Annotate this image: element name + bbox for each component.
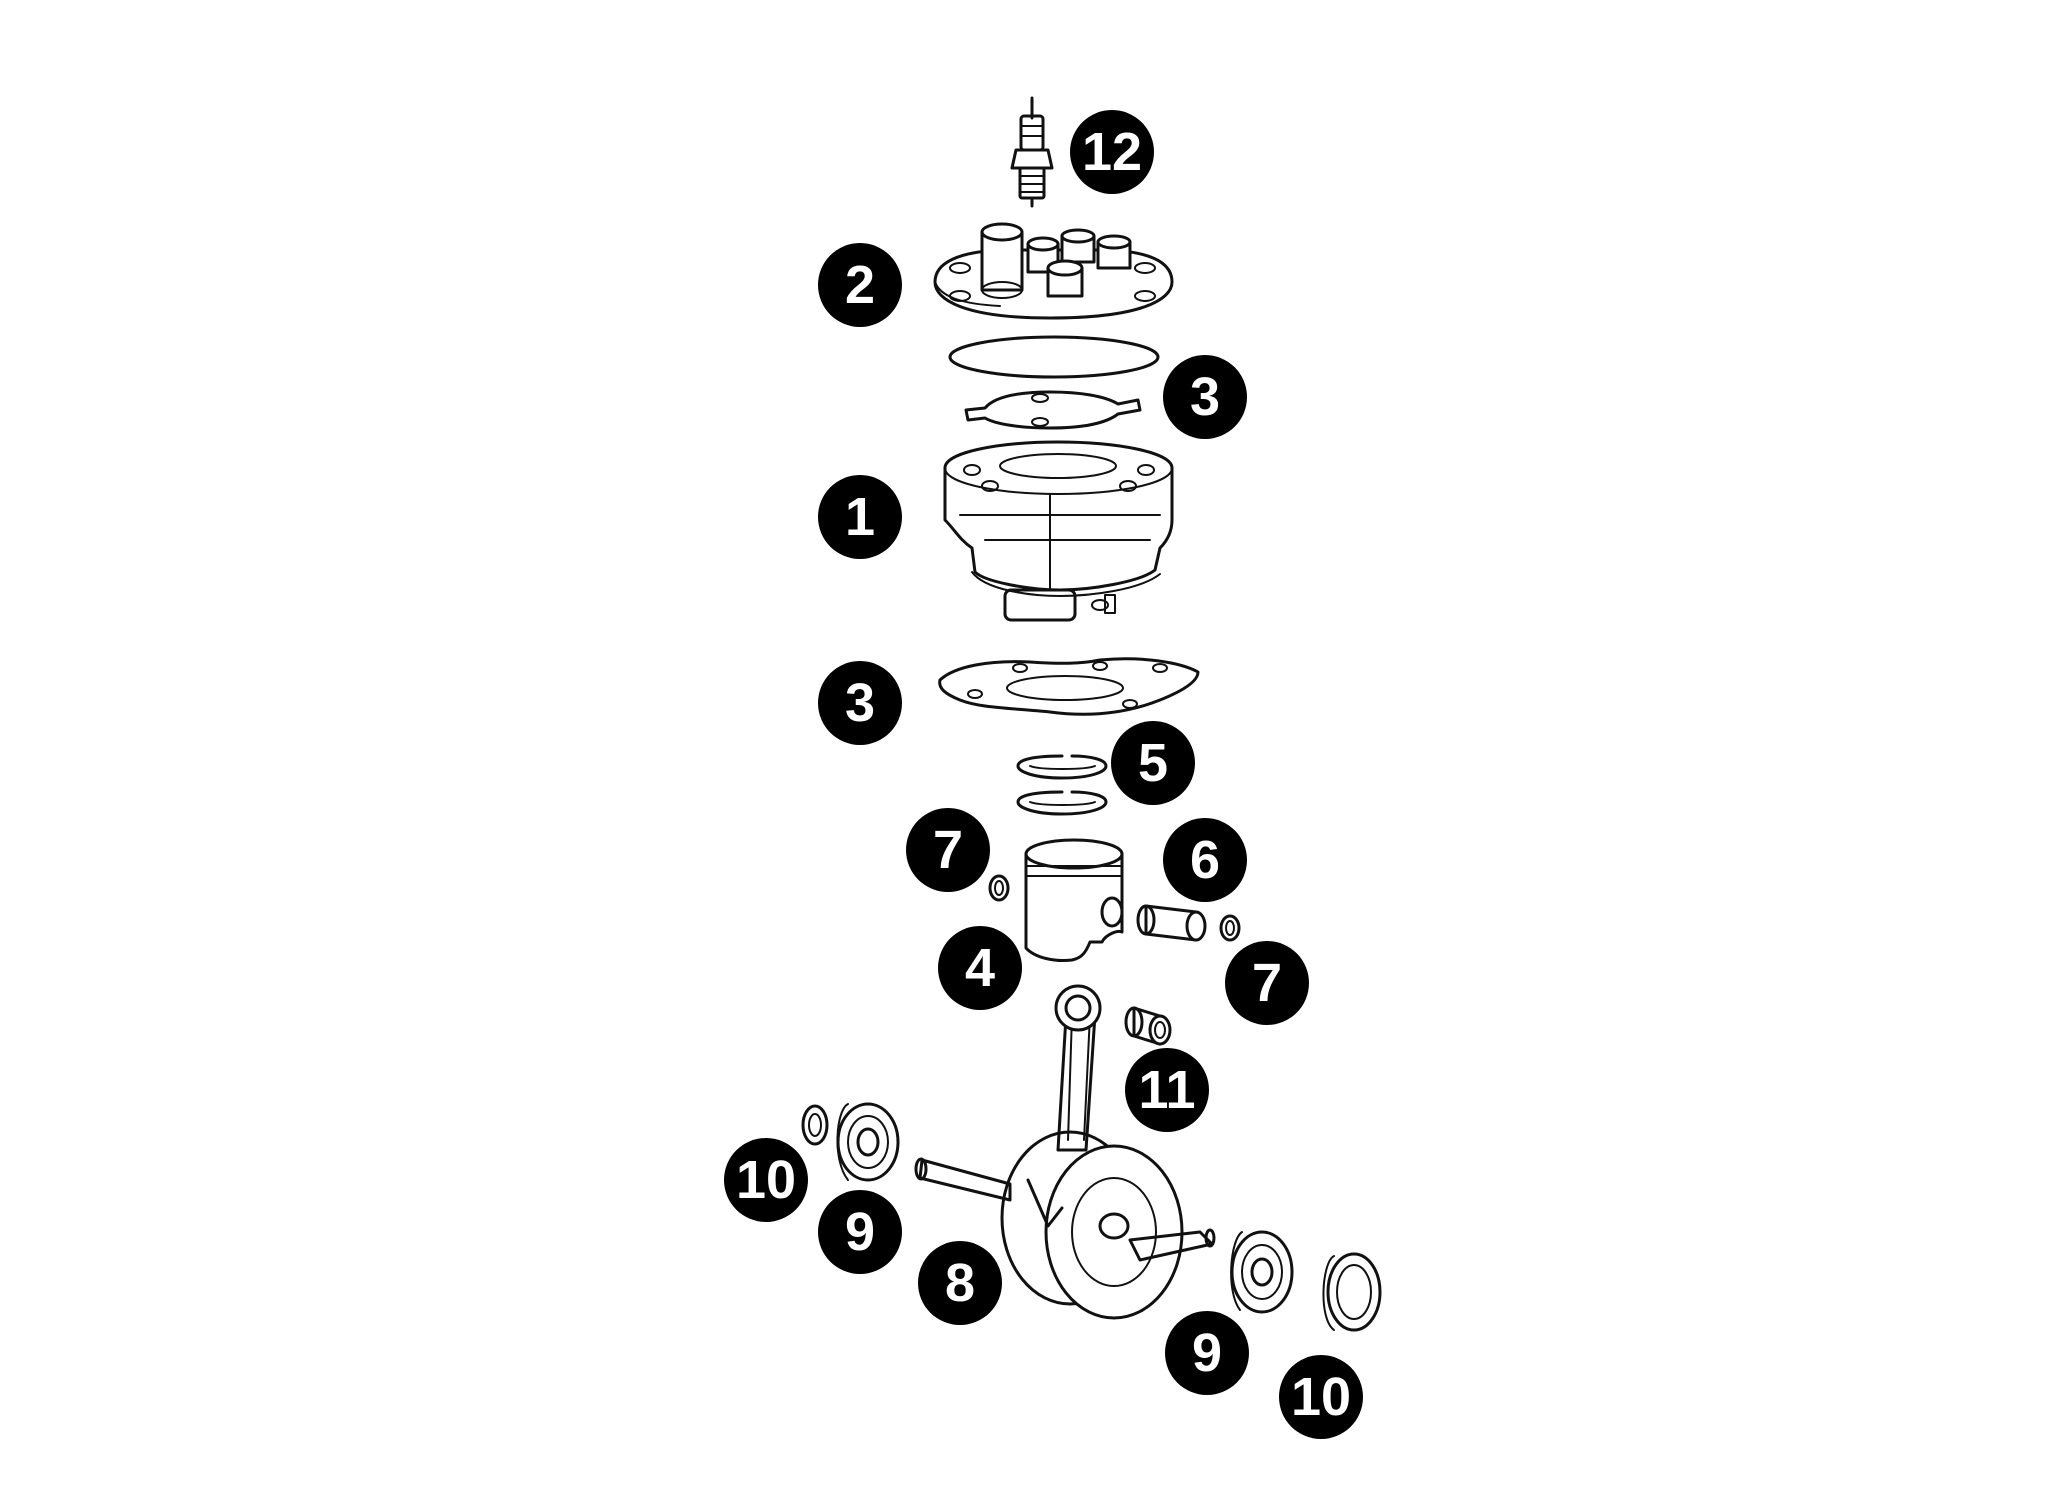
main-bearing-right	[1230, 1230, 1294, 1314]
callout-6: 6	[1163, 818, 1247, 902]
callout-3-upper: 3	[1163, 355, 1247, 439]
callout-6-label: 6	[1190, 830, 1220, 890]
cylinder-barrel	[943, 440, 1174, 622]
callout-12-label: 12	[1082, 122, 1142, 182]
callout-1: 1	[818, 475, 902, 559]
spark-plug	[1010, 96, 1054, 208]
callout-10-right: 10	[1279, 1355, 1363, 1439]
head-gasket	[964, 390, 1142, 430]
callout-7-left-label: 7	[933, 820, 963, 880]
callout-5-label: 5	[1138, 733, 1168, 793]
oil-seal-right	[1322, 1252, 1382, 1332]
callout-10-left: 10	[724, 1138, 808, 1222]
callout-7-right: 7	[1225, 941, 1309, 1025]
callout-3-lower: 3	[818, 661, 902, 745]
circlip-left	[988, 874, 1010, 902]
circlip-right	[1219, 914, 1241, 942]
piston	[1024, 838, 1124, 962]
callout-12: 12	[1070, 110, 1154, 194]
callout-1-label: 1	[845, 487, 875, 547]
cylinder-head	[933, 222, 1174, 320]
callout-7-left: 7	[906, 808, 990, 892]
callout-9-left: 9	[818, 1190, 902, 1274]
callout-2: 2	[818, 243, 902, 327]
callout-3-upper-label: 3	[1190, 367, 1220, 427]
callout-9-right: 9	[1165, 1311, 1249, 1395]
callout-8-label: 8	[945, 1253, 975, 1313]
piston-pin	[1136, 904, 1207, 942]
callout-10-right-label: 10	[1291, 1367, 1351, 1427]
callout-4-label: 4	[965, 938, 995, 998]
needle-bearing	[1124, 1006, 1172, 1046]
callout-11-label: 11	[1138, 1060, 1195, 1120]
piston-ring-lower	[1016, 790, 1108, 816]
callout-7-right-label: 7	[1252, 953, 1282, 1013]
callout-11: 11	[1125, 1048, 1209, 1132]
callout-3-lower-label: 3	[845, 673, 875, 733]
main-bearing-left	[836, 1102, 900, 1182]
callout-9-right-label: 9	[1192, 1323, 1222, 1383]
callout-8: 8	[918, 1241, 1002, 1325]
head-o-ring	[948, 335, 1160, 379]
crankshaft	[914, 984, 1216, 1320]
piston-ring-upper	[1016, 754, 1108, 780]
base-gasket	[938, 657, 1200, 716]
callout-10-left-label: 10	[736, 1150, 796, 1210]
callout-5: 5	[1111, 721, 1195, 805]
callout-4: 4	[938, 926, 1022, 1010]
callout-9-left-label: 9	[845, 1202, 875, 1262]
callout-2-label: 2	[845, 255, 875, 315]
oil-seal-left	[801, 1104, 829, 1146]
